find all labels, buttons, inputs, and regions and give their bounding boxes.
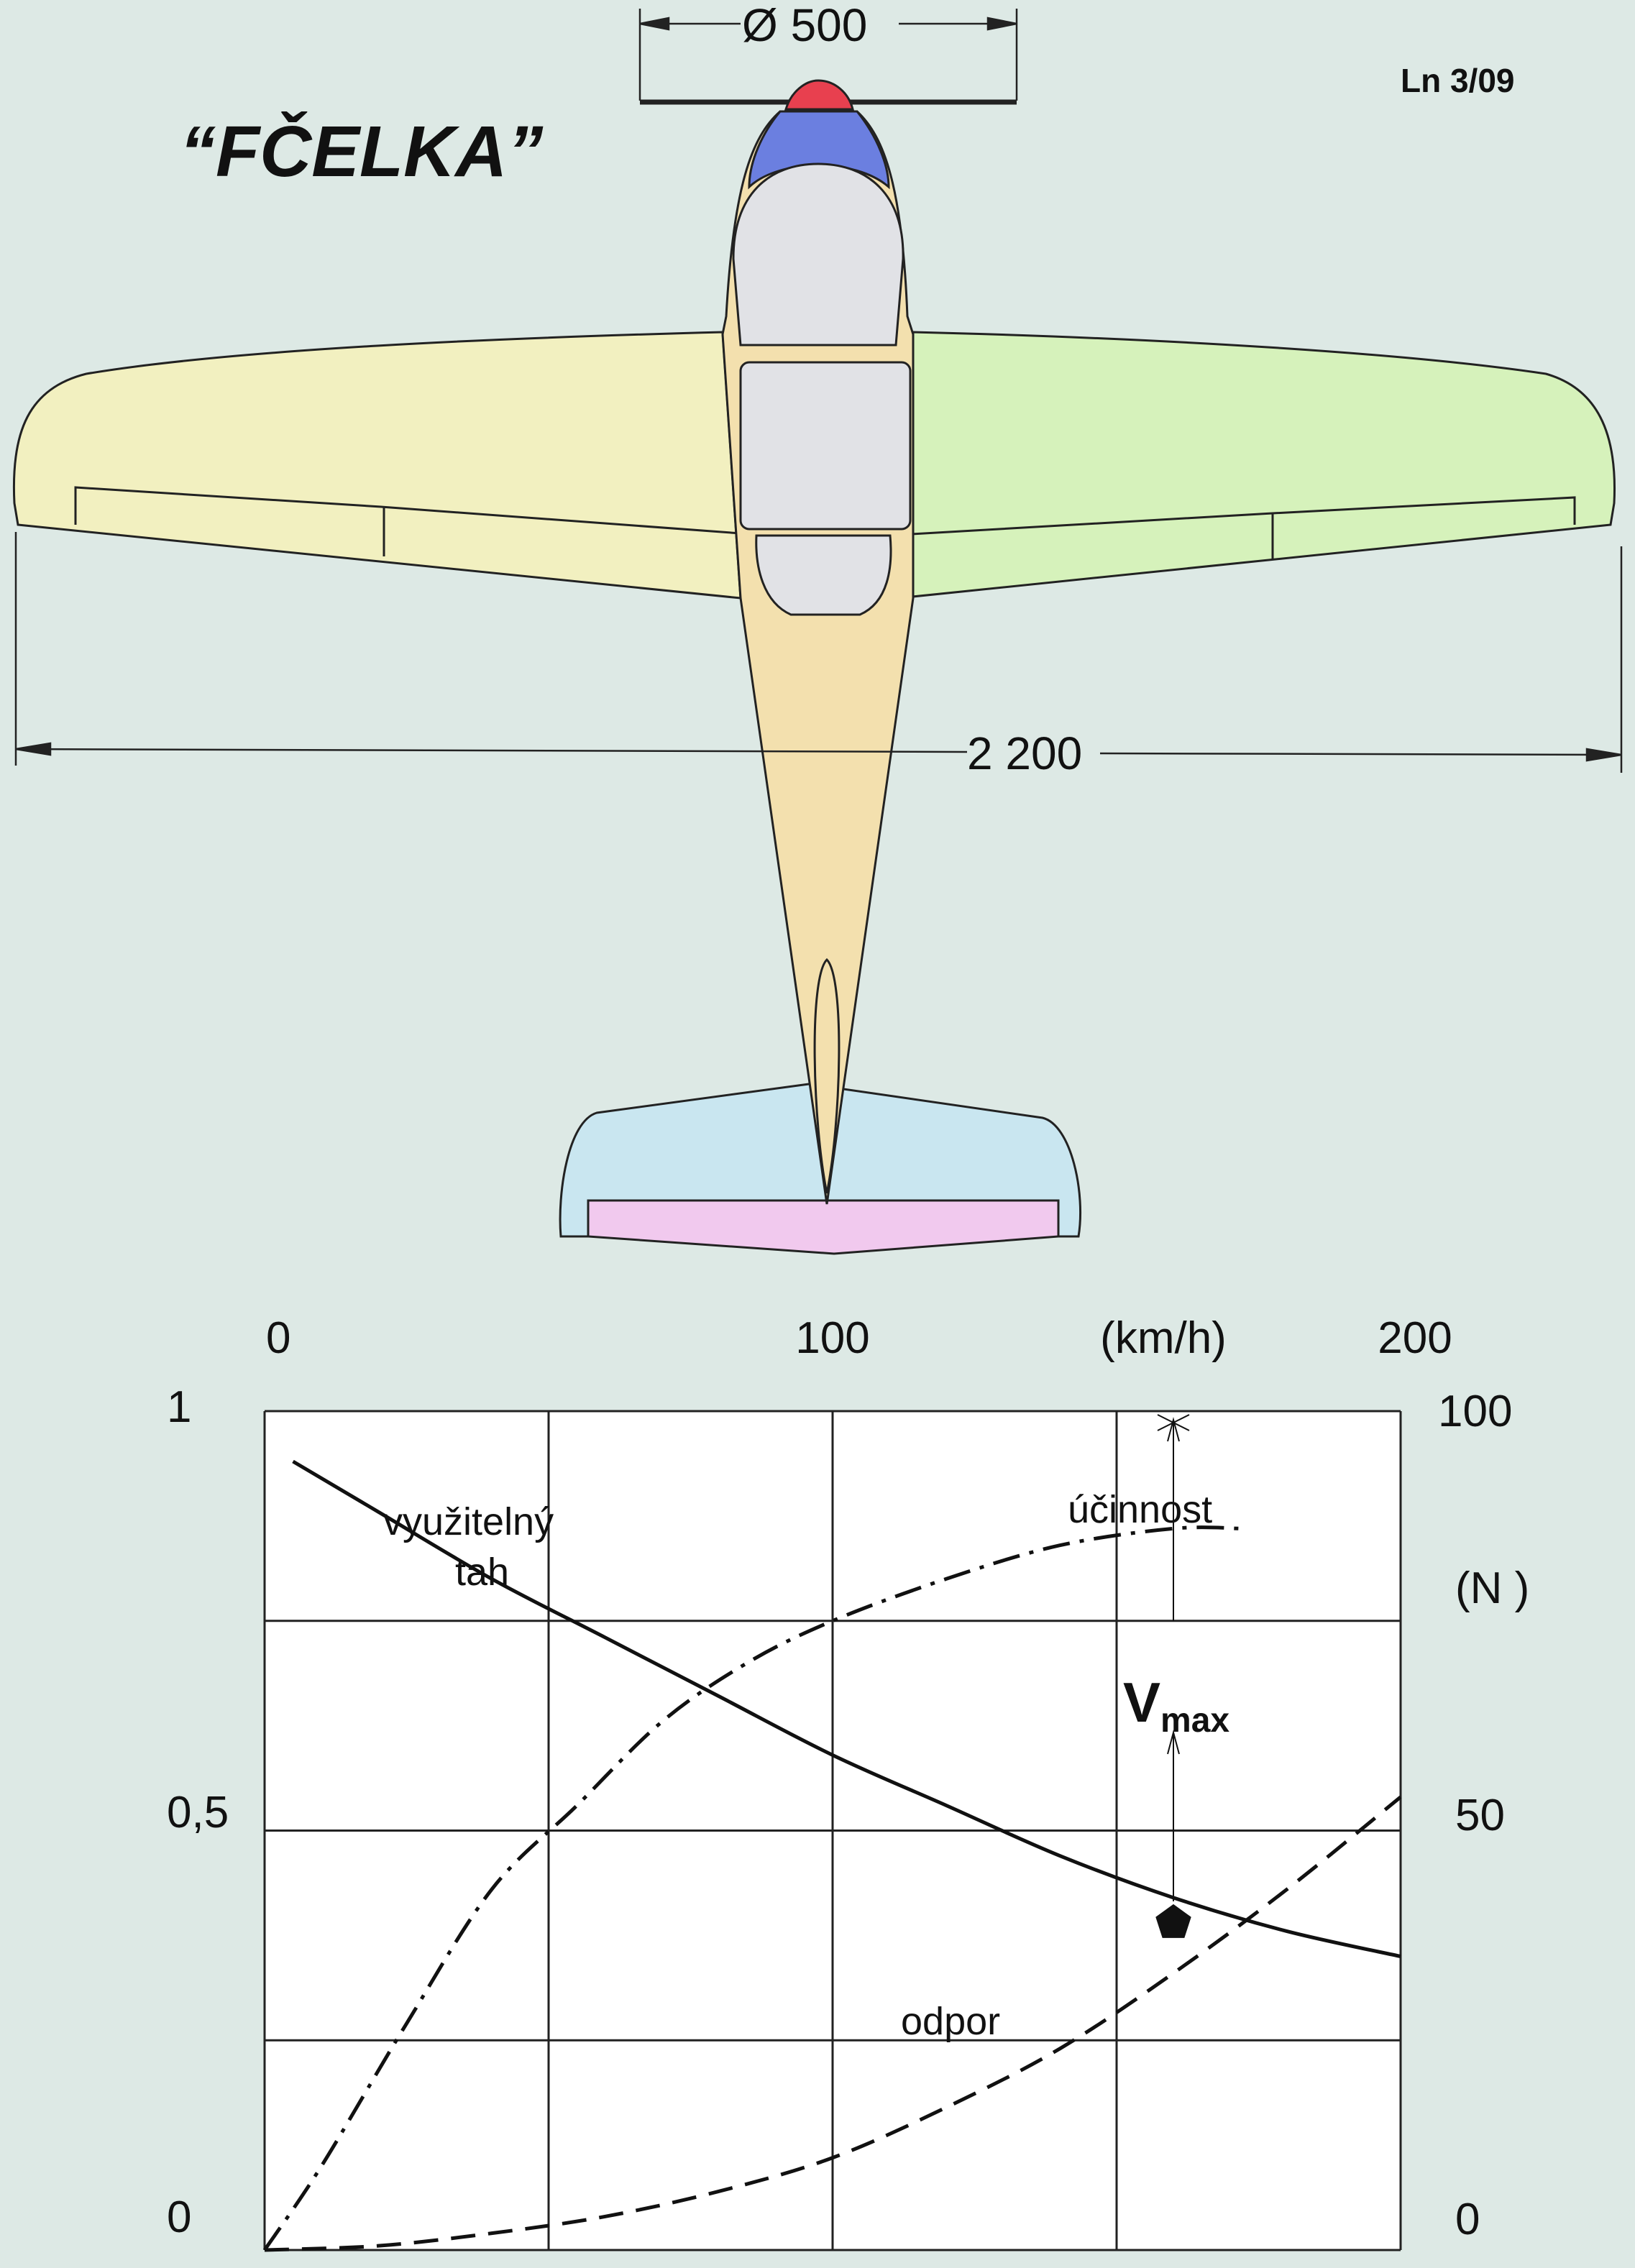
y-right-unit-label: (N ) — [1455, 1564, 1529, 1613]
vertical-fin — [813, 958, 841, 1194]
x-unit-label: (km/h) — [1100, 1313, 1227, 1363]
x-tick-label: 0 — [266, 1313, 290, 1363]
y-left-tick-label: 0,5 — [167, 1788, 229, 1837]
chart-grid — [263, 1410, 1402, 2251]
wingspan-dimension — [14, 532, 1623, 773]
vmax-tick-mark — [1157, 1414, 1190, 1431]
canopy-rear — [755, 534, 892, 616]
chart-series — [262, 1459, 1402, 2252]
left-aileron — [74, 486, 741, 556]
y-right-tick-label: 50 — [1455, 1791, 1505, 1840]
y-left-tick-label: 1 — [167, 1382, 191, 1432]
issue-label: Ln 3/09 — [1401, 62, 1515, 99]
y-right-tick-label: 0 — [1455, 2195, 1480, 2244]
y-left-tick-label: 0 — [167, 2193, 191, 2242]
left-wing — [12, 331, 742, 600]
vmax-arrowhead-lower — [1167, 1730, 1180, 1755]
series-line-0 — [292, 1459, 1401, 1958]
y-right-tick-label: 100 — [1438, 1387, 1512, 1436]
canopy-front — [732, 162, 904, 346]
right-wing — [897, 331, 1616, 600]
series-line-1 — [262, 1525, 1242, 2251]
vmax-subscript: max — [1160, 1702, 1229, 1740]
right-aileron — [898, 496, 1576, 559]
x-tick-label: 100 — [795, 1313, 869, 1363]
series-label-tah: tah — [455, 1551, 509, 1594]
x-tick-label: 200 — [1378, 1313, 1452, 1363]
wingspan-label: 2 200 — [967, 727, 1082, 779]
propeller-diameter-label: Ø 500 — [742, 0, 867, 51]
propeller-dimension — [638, 9, 1018, 101]
series-label-odpor: odpor — [901, 2000, 1000, 2043]
vmax-intersection-marker — [1155, 1904, 1191, 1938]
airplane-top-view: Ø 500 — [12, 0, 1623, 1255]
model-title: “FČELKA” — [180, 111, 544, 192]
elevator — [587, 1199, 1060, 1255]
vmax-arrowhead-upper — [1167, 1417, 1180, 1442]
spinner — [784, 79, 854, 111]
series-label-ucinnost: účinnost — [1068, 1488, 1212, 1531]
series-line-2 — [264, 1795, 1402, 2252]
series-label-vyuzitelny: využitelný — [383, 1500, 554, 1543]
canopy-middle — [739, 361, 912, 531]
